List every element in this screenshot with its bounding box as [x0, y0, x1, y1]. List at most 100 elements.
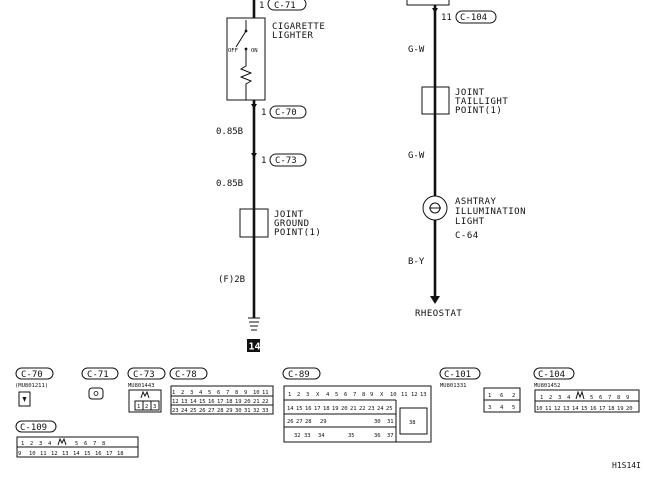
connector-c89[interactable]: C-89 38 1 2 3 4 5 6 7 8 9 10 11 12 13: [282, 367, 432, 443]
svg-text:10: 10: [29, 451, 36, 457]
svg-text:35: 35: [348, 433, 355, 439]
svg-text:1: 1: [288, 392, 291, 398]
svg-text:4: 4: [500, 405, 504, 411]
lighter-circuit: 1 C-71 CIGARETTE LIGHTER OFF ON 1 C-70 0…: [216, 0, 325, 353]
switch-off-label: OFF: [228, 48, 238, 54]
wire-label-f2b: (F)2B: [218, 275, 245, 285]
svg-text:C-71: C-71: [87, 370, 109, 380]
svg-text:6: 6: [217, 390, 220, 396]
svg-text:30: 30: [235, 408, 242, 414]
svg-text:(MU801211): (MU801211): [15, 383, 48, 389]
connector-c78[interactable]: C-78 1 2 3 4 5 6 7 8 9 10 11 12 13 14 15…: [169, 367, 274, 415]
c70-connector-ref[interactable]: C-70: [269, 105, 307, 119]
svg-text:18: 18: [323, 406, 330, 412]
c71-connector-ref[interactable]: C-71: [267, 0, 307, 11]
svg-text:29: 29: [226, 408, 233, 414]
svg-text:13: 13: [181, 399, 188, 405]
connector-c73[interactable]: C-73 MU801443 1 2 3: [127, 367, 166, 413]
svg-text:21: 21: [253, 399, 260, 405]
ashtray-label-3: LIGHT: [455, 217, 485, 227]
svg-text:11: 11: [545, 406, 552, 412]
svg-text:33: 33: [262, 408, 269, 414]
svg-text:5: 5: [75, 441, 78, 447]
svg-text:C-101: C-101: [444, 370, 471, 380]
svg-text:31: 31: [387, 419, 394, 425]
svg-text:6: 6: [84, 441, 87, 447]
svg-text:7: 7: [353, 392, 356, 398]
connector-c70[interactable]: C-70 (MU801211): [15, 367, 54, 407]
svg-text:2: 2: [181, 390, 184, 396]
svg-text:15: 15: [84, 451, 91, 457]
svg-text:11: 11: [40, 451, 47, 457]
svg-text:25: 25: [190, 408, 197, 414]
svg-text:14: 14: [287, 406, 294, 412]
svg-text:5: 5: [335, 392, 338, 398]
ashtray-circuit: 11 C-104 G-W JOINT TAILLIGHT POINT(1) G-…: [406, 0, 526, 319]
svg-text:C-109: C-109: [20, 423, 47, 433]
svg-text:30: 30: [374, 419, 381, 425]
svg-text:3: 3: [39, 441, 42, 447]
svg-text:14: 14: [572, 406, 579, 412]
svg-text:4: 4: [199, 390, 203, 396]
heater-element-icon: [239, 60, 253, 100]
svg-text:18: 18: [117, 451, 124, 457]
svg-text:C-71: C-71: [274, 1, 296, 11]
ground-symbol-icon: [248, 317, 260, 331]
svg-text:34: 34: [318, 433, 325, 439]
jgp-label-3: POINT(1): [274, 228, 321, 238]
svg-text:16: 16: [95, 451, 102, 457]
c78-row-1: 1 2 3 4 5 6 7 8 9 10 11: [172, 390, 269, 396]
joint-ground-point-box[interactable]: [239, 208, 269, 238]
c104-connector-ref[interactable]: C-104: [455, 10, 497, 24]
svg-text:19: 19: [617, 406, 624, 412]
connector-c104[interactable]: C-104 MU801452 1 2 3 4 5 6 7 8 9 10 11 1…: [533, 367, 640, 413]
svg-text:16: 16: [590, 406, 597, 412]
figure-code: H1S14I: [612, 461, 641, 470]
svg-text:31: 31: [244, 408, 251, 414]
svg-text:12: 12: [51, 451, 58, 457]
svg-text:MU801331: MU801331: [440, 383, 467, 389]
svg-text:12: 12: [172, 399, 179, 405]
svg-text:33: 33: [304, 433, 311, 439]
c73-connector-ref[interactable]: C-73: [269, 153, 307, 167]
svg-text:32: 32: [294, 433, 301, 439]
svg-text:23: 23: [368, 406, 375, 412]
svg-text:7: 7: [226, 390, 229, 396]
svg-text:26: 26: [287, 419, 294, 425]
svg-text:2: 2: [145, 404, 148, 410]
svg-text:17: 17: [217, 399, 224, 405]
svg-text:8: 8: [102, 441, 105, 447]
svg-text:13: 13: [563, 406, 570, 412]
svg-text:C-104: C-104: [460, 13, 487, 23]
svg-text:14: 14: [73, 451, 80, 457]
svg-text:3: 3: [488, 405, 491, 411]
svg-text:C-70: C-70: [21, 370, 43, 380]
svg-text:3: 3: [153, 404, 156, 410]
svg-text:16: 16: [305, 406, 312, 412]
connector-c101[interactable]: C-101 MU801331 1 2 3 4 5 6: [439, 367, 521, 413]
ashtray-light-icon[interactable]: [422, 195, 448, 221]
svg-text:1: 1: [137, 404, 140, 410]
c73-pin-marker: [251, 153, 257, 158]
svg-text:13: 13: [420, 392, 427, 398]
svg-text:20: 20: [626, 406, 633, 412]
joint-taillight-point-box[interactable]: [421, 86, 450, 115]
arrow-down-icon: [430, 296, 440, 304]
svg-text:38: 38: [409, 420, 416, 426]
svg-text:3: 3: [558, 395, 561, 401]
c109-row-1: 1 2 3 4 5 6 7 8: [21, 441, 105, 447]
c104-pin: 11: [441, 13, 452, 23]
svg-text:6: 6: [500, 393, 503, 399]
wire-label-085b-1: 0.85B: [216, 127, 243, 137]
svg-text:8: 8: [235, 390, 238, 396]
svg-text:21: 21: [350, 406, 357, 412]
connector-c71[interactable]: C-71: [81, 367, 119, 400]
connector-legend: C-70 (MU801211) C-71 C-73 MU801443 1 2 3: [15, 367, 640, 458]
svg-text:17: 17: [599, 406, 606, 412]
c70-pin-marker: [251, 104, 257, 109]
svg-text:5: 5: [512, 405, 515, 411]
svg-text:11: 11: [401, 392, 408, 398]
svg-text:37: 37: [387, 433, 394, 439]
jgp-label-2: GROUND: [274, 219, 310, 229]
connector-c109[interactable]: C-109 1 2 3 4 5 6 7 8 9 10 11 12 13 14: [15, 420, 139, 458]
